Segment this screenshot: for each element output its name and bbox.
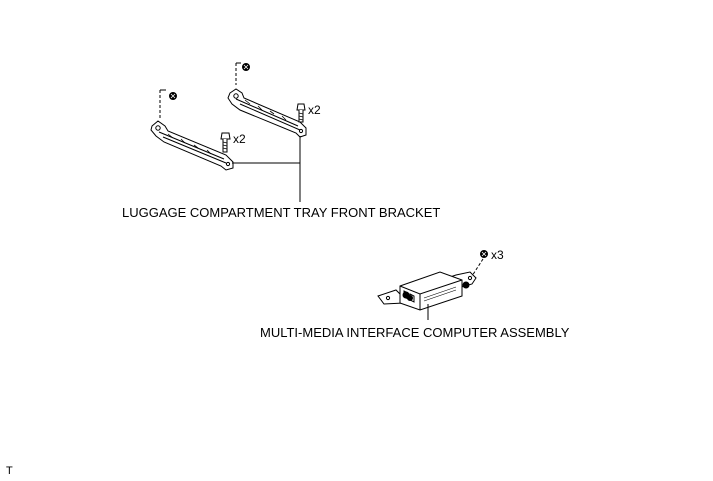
corner-mark: T	[6, 465, 13, 477]
nut-icon	[471, 250, 488, 277]
nut-quantity-computer: x3	[491, 248, 504, 262]
bolt-quantity-left: x2	[233, 132, 246, 146]
bracket-left	[150, 120, 234, 171]
nut-icon	[235, 62, 250, 85]
bolt-quantity-right: x2	[308, 103, 321, 117]
bracket-label: LUGGAGE COMPARTMENT TRAY FRONT BRACKET	[122, 205, 441, 220]
computer-module	[377, 271, 477, 311]
bracket-leader	[232, 136, 301, 202]
computer-label: MULTI-MEDIA INTERFACE COMPUTER ASSEMBLY	[260, 325, 570, 340]
bolt-icon	[220, 132, 231, 153]
bracket-right	[227, 88, 307, 138]
nut-icon	[159, 89, 177, 118]
bolt-icon	[296, 103, 306, 123]
